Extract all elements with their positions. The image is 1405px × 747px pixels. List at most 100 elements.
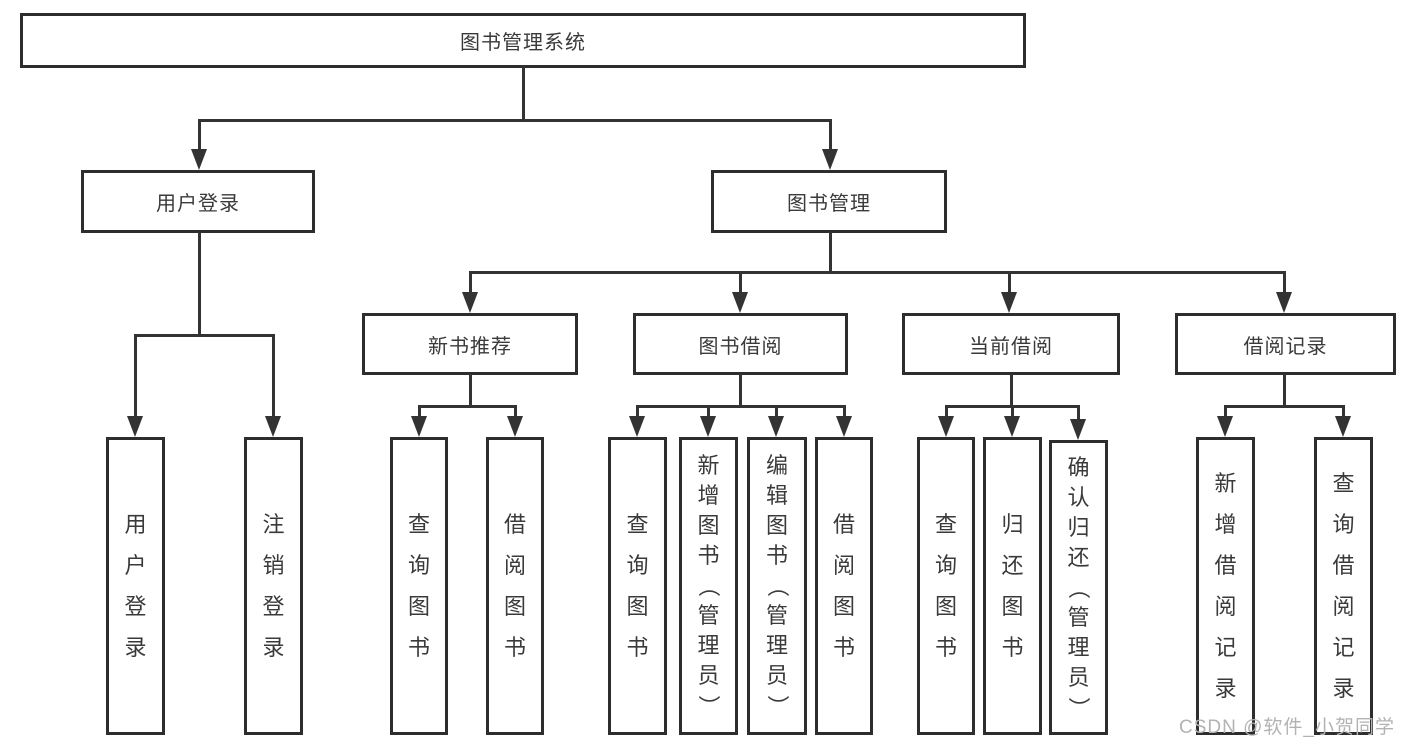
node-user-login: 用户登录	[81, 170, 315, 233]
vchar: 书	[832, 634, 855, 660]
vchar: 借	[1332, 552, 1355, 578]
vchar: 书	[934, 634, 957, 660]
node-new-book-recommendation: 新书推荐	[362, 313, 578, 375]
vchar: 记	[1214, 634, 1237, 660]
arrowhead-icon	[700, 416, 716, 437]
vchar: ）	[696, 694, 722, 718]
vchar: 借	[1214, 552, 1237, 578]
leaf-current-return-books: 归还图书	[983, 437, 1042, 735]
connector-line	[1282, 272, 1286, 299]
connector-line	[1282, 374, 1286, 407]
arrowhead-icon	[1217, 416, 1233, 437]
leaf-user-login: 用户登录	[106, 437, 165, 735]
connector-line	[417, 406, 421, 420]
connector-line	[1223, 406, 1227, 420]
connector-line	[521, 66, 525, 121]
vchar: 借	[832, 511, 855, 537]
vchar: 图	[407, 593, 430, 619]
vchar: 图	[1001, 593, 1024, 619]
vchar: 理	[697, 633, 720, 658]
vchar: 销	[262, 552, 285, 578]
connector-line	[1076, 406, 1080, 422]
connector-line	[1007, 272, 1011, 299]
arrowhead-icon	[1001, 292, 1017, 313]
connector-line	[513, 406, 517, 420]
vchar: 录	[1332, 675, 1355, 701]
connector-line	[1223, 404, 1345, 408]
vchar: 还	[1001, 552, 1024, 578]
vchar: （	[1066, 576, 1092, 599]
arrowhead-icon	[836, 416, 852, 437]
vchar: 注	[262, 511, 285, 537]
vchar: 辑	[765, 483, 788, 508]
connector-line	[468, 272, 472, 299]
connector-line	[197, 120, 201, 153]
connector-line	[828, 232, 832, 273]
vchar: 还	[1067, 544, 1090, 570]
arrowhead-icon	[265, 416, 281, 437]
connector-line	[635, 406, 639, 420]
connector-line	[706, 406, 710, 420]
vchar: 书	[1001, 634, 1024, 660]
connector-line	[1010, 406, 1014, 420]
vchar: 录	[1214, 675, 1237, 701]
vchar: 书	[407, 634, 430, 660]
vchar: 增	[697, 483, 720, 508]
arrowhead-icon	[462, 292, 478, 313]
vchar: 查	[626, 511, 649, 537]
connector-line	[738, 374, 742, 407]
vchar: 书	[765, 543, 788, 568]
connector-line	[133, 333, 275, 337]
leaf-newbook-query-books: 查询图书	[390, 437, 448, 735]
connector-line	[635, 404, 846, 408]
node-book-management: 图书管理	[711, 170, 947, 233]
vchar: 询	[407, 552, 430, 578]
arrowhead-icon	[411, 416, 427, 437]
arrowhead-icon	[732, 292, 748, 313]
leaf-borrow-query-books: 查询图书	[608, 437, 667, 735]
vchar: 阅	[503, 552, 526, 578]
vchar: 阅	[1214, 593, 1237, 619]
arrowhead-icon	[191, 149, 207, 170]
vchar: 归	[1001, 511, 1024, 537]
arrowhead-icon	[1276, 292, 1292, 313]
leaf-borrow-add-books-admin: 新增图书（管理员）	[679, 437, 738, 735]
arrowhead-icon	[822, 149, 838, 170]
vchar: 阅	[1332, 593, 1355, 619]
leaf-newbook-borrow-books: 借阅图书	[486, 437, 544, 735]
node-library-management-system: 图书管理系统	[20, 13, 1026, 68]
vchar: 查	[934, 511, 957, 537]
vchar: 记	[1332, 634, 1355, 660]
vchar: 录	[262, 634, 285, 660]
connector-line	[468, 270, 1286, 274]
vchar: 图	[626, 593, 649, 619]
vchar: 登	[124, 593, 147, 619]
vchar: 认	[1067, 484, 1090, 510]
vchar: 登	[262, 593, 285, 619]
vchar: 书	[503, 634, 526, 660]
vchar: 询	[626, 552, 649, 578]
node-borrowing-records: 借阅记录	[1175, 313, 1396, 375]
arrowhead-icon	[1335, 416, 1351, 437]
connector-line	[774, 406, 778, 420]
leaf-current-confirm-return-admin: 确认归还（管理员）	[1049, 440, 1108, 735]
vchar: 阅	[832, 552, 855, 578]
connector-line	[944, 406, 948, 420]
arrowhead-icon	[1004, 416, 1020, 437]
arrowhead-icon	[768, 416, 784, 437]
vchar: 录	[124, 634, 147, 660]
csdn-watermark: CSDN @软件_小贺同学	[1179, 717, 1395, 738]
vchar: 编	[765, 453, 788, 478]
vchar: 理	[765, 633, 788, 658]
connector-line	[468, 374, 472, 407]
connector-line	[1341, 406, 1345, 420]
vchar: 询	[1332, 511, 1355, 537]
leaf-borrow-borrow-books: 借阅图书	[815, 437, 873, 735]
leaf-records-add-record: 新增借阅记录	[1196, 437, 1255, 735]
connector-line	[842, 406, 846, 420]
connector-line	[738, 272, 742, 299]
vchar: 员	[1067, 664, 1090, 690]
vchar: 图	[765, 513, 788, 538]
vchar: 新	[1214, 470, 1237, 496]
